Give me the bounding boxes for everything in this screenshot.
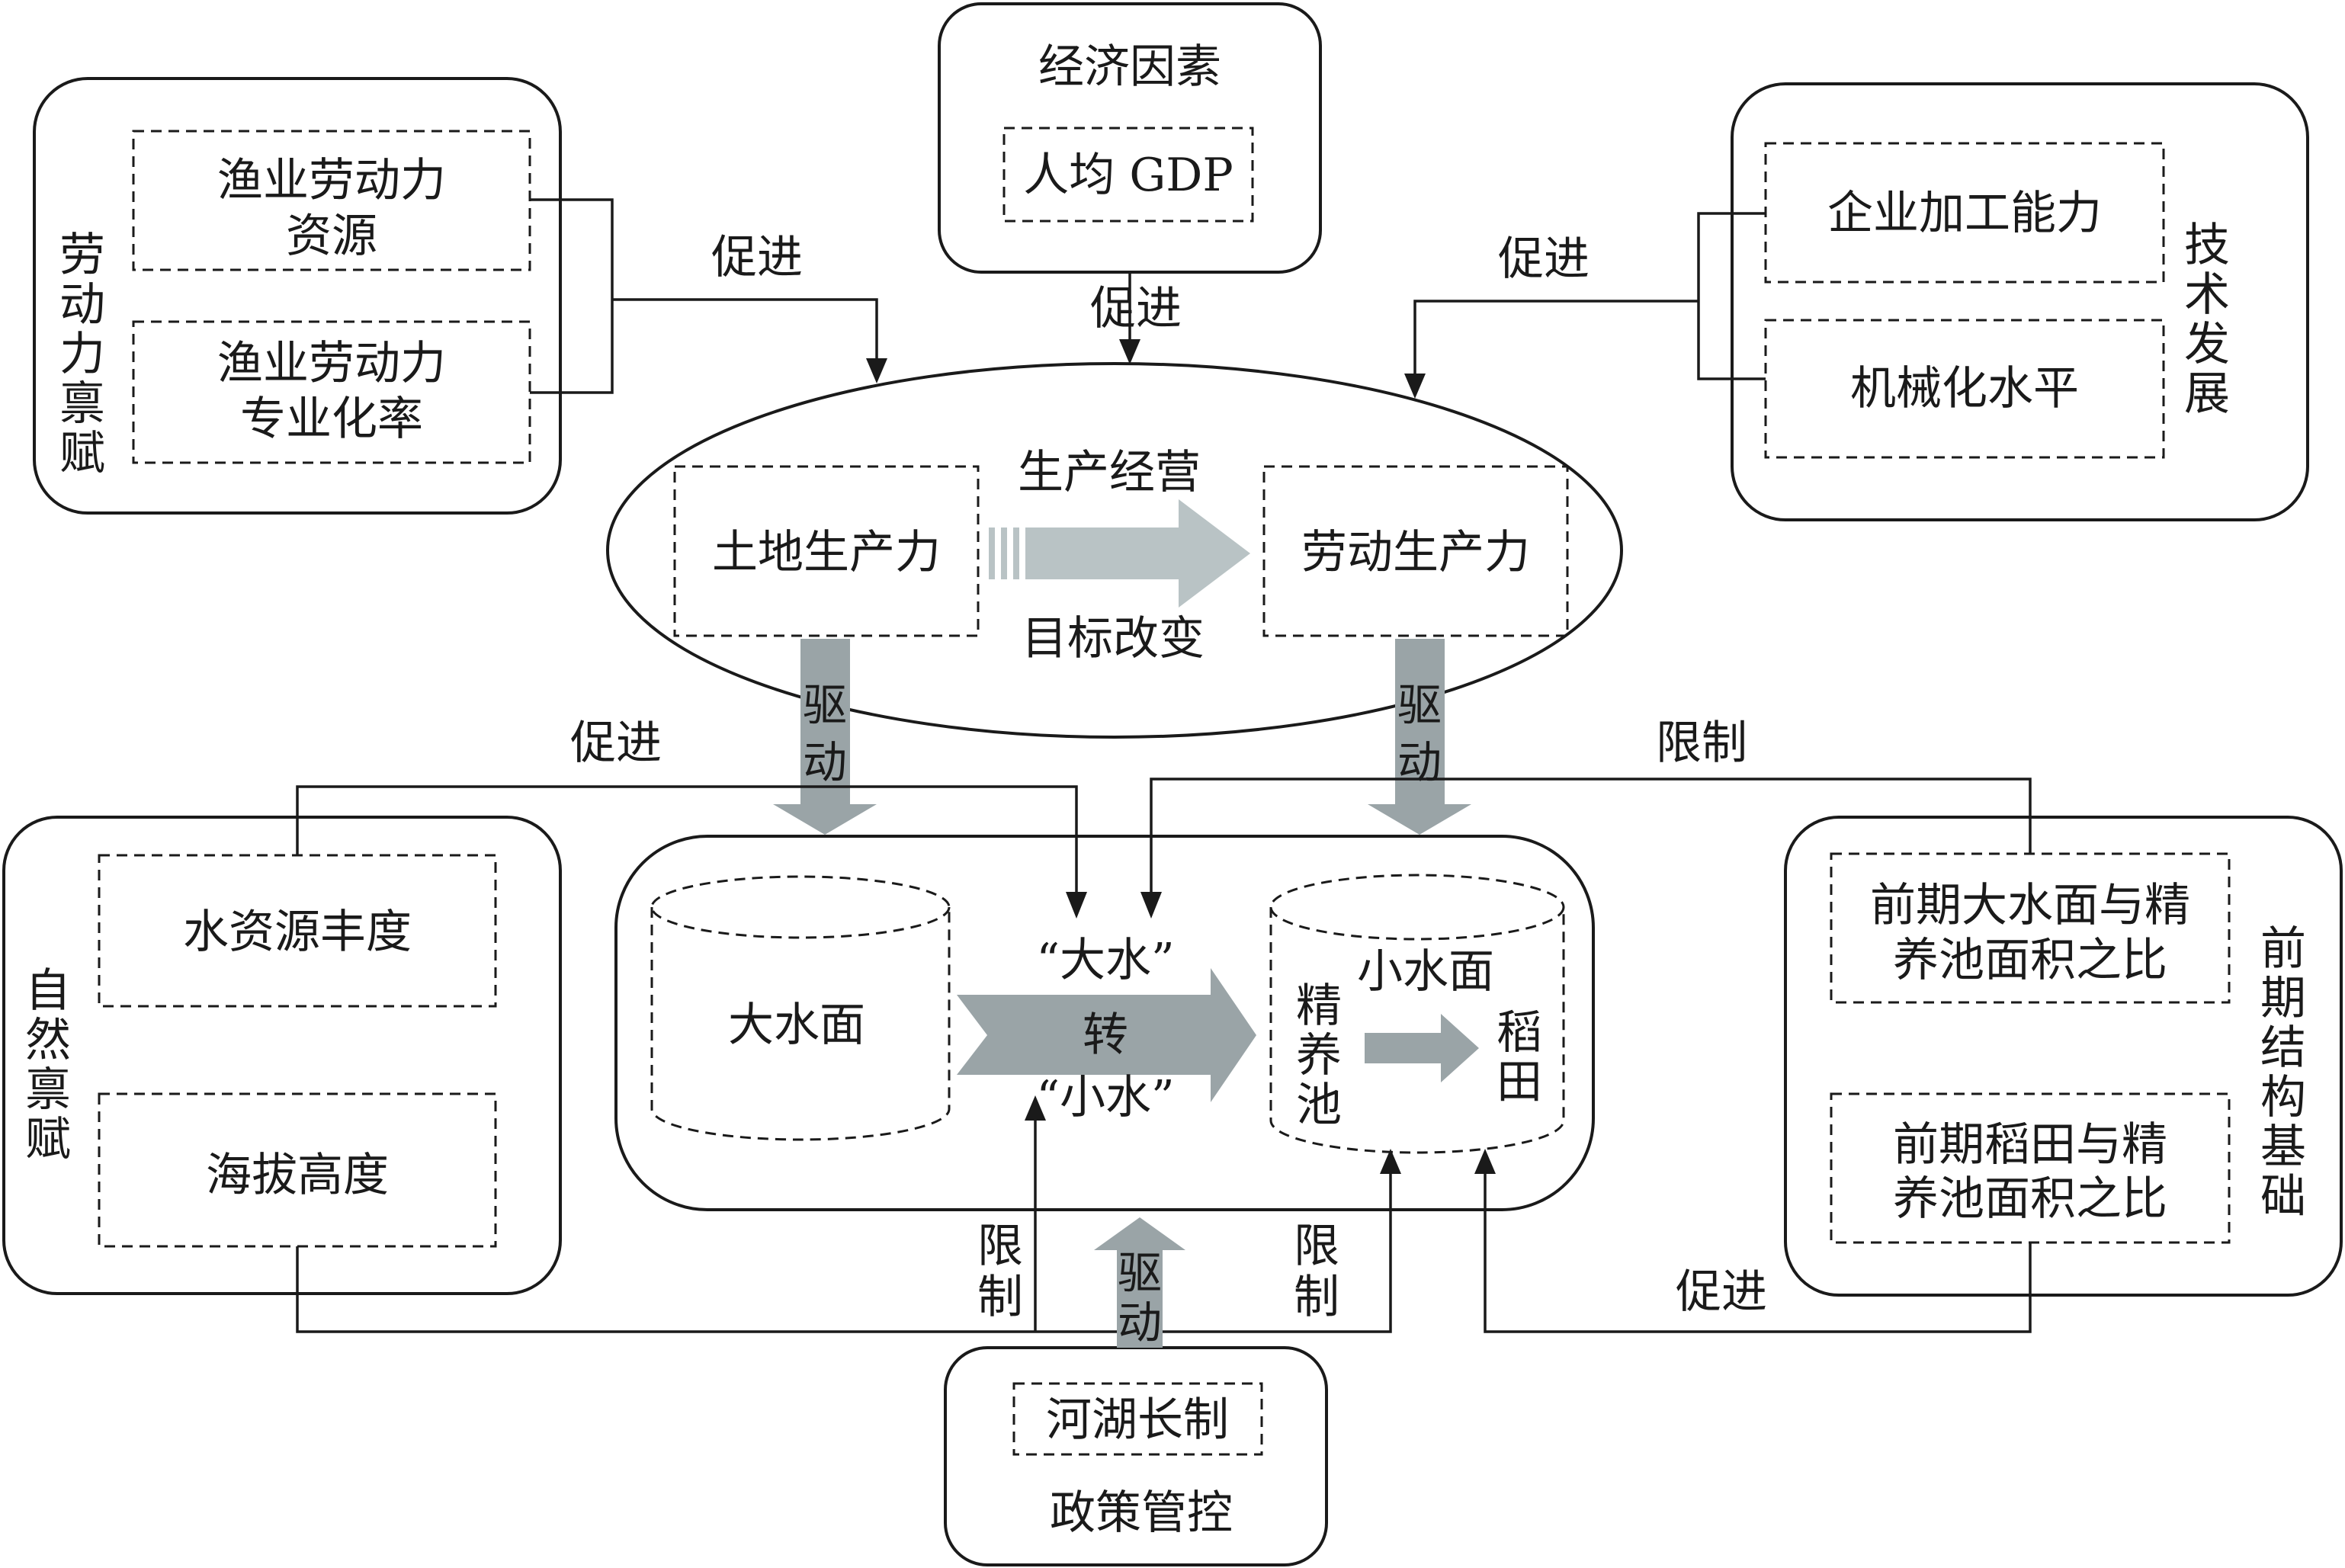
paddy-char-2: 田 [1497,1056,1542,1109]
drive-label-policy-char-2: 动 [1118,1297,1162,1348]
processing-capacity-label: 企业加工能力 [1827,187,2102,240]
tech-development-title-char-2: 术 [2184,268,2230,322]
drive-label-right-char-2: 动 [1397,736,1442,788]
labor-endowment-title-char-4: 禀 [59,377,105,431]
tech-to-production-connector [1404,212,1766,399]
labor-endowment-title-char-5: 赋 [59,427,105,480]
natural-endowment-title-char-2: 然 [25,1014,71,1067]
natural-to-center-promote-connector [296,785,1087,919]
production-management-label: 生产经营 [1018,446,1201,499]
paddy-char-1: 稻 [1497,1006,1542,1060]
small-water-cylinder [1269,874,1565,1154]
promote-label-natural: 促进 [570,717,662,770]
big-water-label: 大水面 [728,999,865,1052]
fine-pond-char-3: 池 [1296,1079,1342,1132]
promote-label-tech: 促进 [1498,232,1590,286]
transform-line1: “大水” [1036,934,1174,987]
drive-arrow-right [1368,639,1471,835]
promote-label-labor: 促进 [711,231,803,284]
restrict-label-right-char-1: 限 [1294,1220,1339,1273]
fine-pond-char-1: 精 [1296,980,1342,1033]
shift-arrow [989,499,1250,608]
fishery-labor-specialization-line2: 专业化率 [240,393,423,446]
natural-endowment-title-char-1: 自 [25,964,71,1018]
drive-label-left-char-2: 动 [803,736,847,788]
economic-to-production-connector [1119,272,1140,364]
tech-development-title-char-1: 技 [2184,219,2230,272]
natural-endowment-group: 自 然 禀 赋 水资源丰度 海拔高度 [2,816,562,1295]
drive-label-right-char-1: 驱 [1397,679,1442,731]
prior-structure-title-char-5: 基 [2260,1121,2306,1174]
prior-paddy-to-center-promote-connector [1474,1149,2032,1333]
land-productivity-label: 土地生产力 [712,526,941,579]
prior-big-water-ratio-line2: 养池面积之比 [1893,934,2167,987]
prior-structure-box [1784,816,2343,1297]
altitude-label: 海拔高度 [206,1149,389,1202]
labor-productivity-label: 劳动生产力 [1301,526,1530,579]
production-group: 土地生产力 劳动生产力 生产经营 目标改变 [606,362,1623,739]
water-abundance-label: 水资源丰度 [183,906,412,959]
drive-label-policy-char-1: 驱 [1118,1247,1162,1299]
labor-endowment-title-char-1: 劳 [59,229,105,282]
labor-productivity-box [1262,465,1569,637]
drive-arrow-policy [1094,1217,1185,1348]
center-transformation-group: 大水面 “大水” 转 “小水” 小水面 精 养 池 稻 田 [614,835,1595,1211]
fishery-labor-specialization-box [132,320,531,464]
tech-development-title-char-4: 展 [2184,367,2230,421]
prior-to-center-restrict-connector [1140,778,2032,919]
promote-label-economic: 促进 [1090,282,1182,335]
river-lake-chief-label: 河湖长制 [1046,1393,1229,1447]
prior-structure-title-char-3: 结 [2260,1021,2306,1075]
fishery-labor-specialization-line1: 渔业劳动力 [217,337,446,390]
prior-structure-title-char-1: 前 [2260,922,2306,976]
economic-factors-group: 经济因素 人均 GDP [938,2,1322,274]
fishery-labor-resource-line2: 资源 [286,210,377,263]
target-change-label: 目标改变 [1022,612,1205,665]
gdp-per-capita-box [1002,127,1254,223]
natural-endowment-box [2,816,562,1295]
labor-endowment-title-char-3: 力 [59,328,105,381]
gdp-per-capita-label: 人均 GDP [1023,149,1233,202]
natural-endowment-title-char-3: 禀 [25,1063,71,1117]
prior-paddy-ratio-line1: 前期稻田与精 [1893,1118,2167,1172]
restrict-label-right-char-2: 制 [1294,1271,1339,1324]
mechanization-label: 机械化水平 [1850,362,2079,415]
pond-to-paddy-arrow [1365,1014,1479,1082]
drive-arrow-left [773,639,877,835]
drive-label-left-char-1: 驱 [803,679,847,731]
natural-endowment-title-char-4: 赋 [25,1113,71,1166]
labor-to-production-connector [530,198,887,394]
restrict-label-left-char-1: 限 [977,1220,1023,1273]
big-water-cylinder [650,875,951,1141]
river-lake-chief-box [1012,1382,1263,1456]
transform-arrow [957,968,1256,1102]
prior-structure-title-char-4: 构 [2260,1071,2306,1124]
restrict-label-left-char-2: 制 [977,1271,1023,1324]
mechanization-box [1764,319,2165,459]
prior-paddy-ratio-line2: 养池面积之比 [1893,1172,2167,1226]
transform-line2: 转 [1083,1008,1128,1062]
transform-line3: “小水” [1036,1071,1174,1124]
prior-big-water-ratio-line1: 前期大水面与精 [1870,879,2190,932]
prior-structure-group: 前期大水面与精 养池面积之比 前期稻田与精 养池面积之比 前 期 结 构 基 础 [1784,816,2343,1297]
tech-development-title-char-3: 发 [2184,318,2230,371]
policy-control-title: 政策管控 [1050,1486,1233,1540]
labor-endowment-box [33,77,562,515]
labor-endowment-group: 劳 动 力 禀 赋 渔业劳动力 资源 渔业劳动力 专业化率 [33,77,562,515]
altitude-to-center-restrict-connector [296,1095,1401,1333]
policy-group: 河湖长制 政策管控 [944,1346,1328,1566]
land-productivity-box [673,465,980,637]
prior-structure-title-char-6: 础 [2260,1170,2306,1223]
promote-label-prior-paddy: 促进 [1676,1265,1767,1319]
fishery-labor-resource-line1: 渔业劳动力 [217,154,446,207]
prior-structure-title-char-2: 期 [2260,972,2306,1025]
fine-pond-char-2: 养 [1296,1029,1342,1082]
small-water-label: 小水面 [1357,945,1494,999]
restrict-label-prior: 限制 [1656,717,1747,770]
labor-endowment-title-char-2: 动 [59,278,105,332]
economic-factors-title: 经济因素 [1038,40,1221,94]
tech-development-group: 企业加工能力 机械化水平 技 术 发 展 [1731,82,2309,521]
